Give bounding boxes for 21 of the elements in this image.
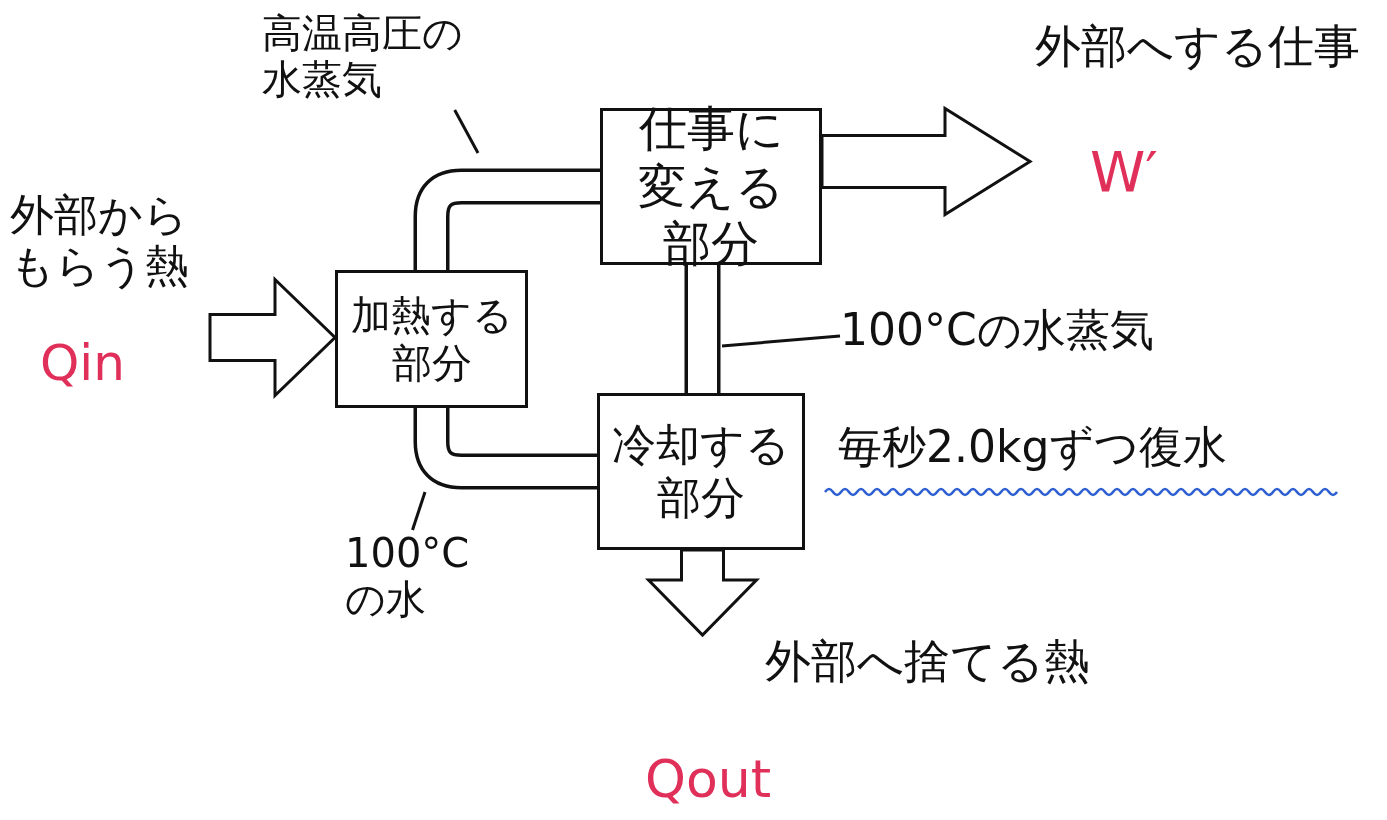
note-text: 100°Cの水 <box>345 530 471 622</box>
pipe <box>684 265 721 393</box>
pipe <box>413 408 597 490</box>
quantity-symbol: Qout <box>645 750 773 810</box>
note-text: 外部へ捨てる熱 <box>765 635 1091 688</box>
leader-line <box>721 334 841 348</box>
leader-line <box>411 491 427 531</box>
note-text: 外部へする仕事 <box>1035 20 1361 73</box>
hollow-arrow <box>644 548 761 638</box>
quantity-symbol: Qin <box>40 335 126 393</box>
note-text: 100°Cの水蒸気 <box>840 305 1155 356</box>
leader-line <box>453 109 480 154</box>
heating-box: 加熱する部分 <box>335 270 528 408</box>
hollow-arrow <box>208 275 338 400</box>
hollow-arrow <box>820 105 1033 218</box>
note-text: 外部からもらう熱 <box>10 190 190 292</box>
cooling-box: 冷却する部分 <box>597 393 805 550</box>
note-text: 毎秒2.0kgずつ復水 <box>838 422 1229 473</box>
pipe <box>413 168 600 270</box>
quantity-symbol: W′ <box>1090 140 1160 205</box>
note-text: 高温高圧の水蒸気 <box>262 10 464 102</box>
